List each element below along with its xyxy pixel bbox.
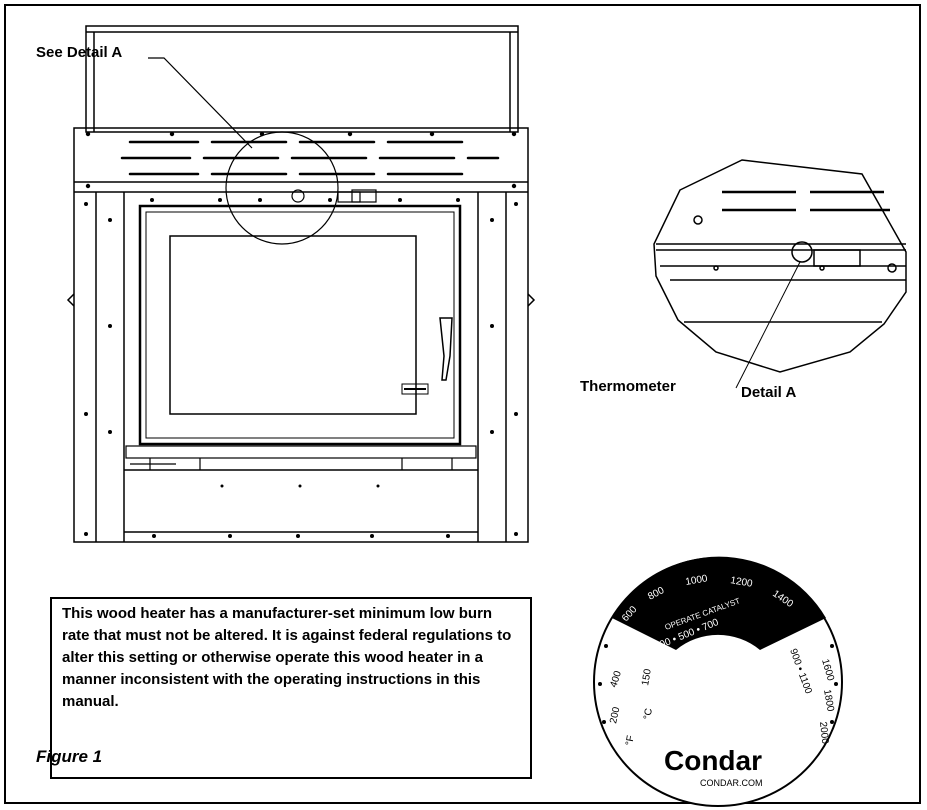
svg-text:400: 400 bbox=[608, 669, 624, 689]
louver-slots bbox=[120, 140, 500, 176]
see-detail-a-label: See Detail A bbox=[36, 44, 123, 61]
detail-a-view bbox=[653, 159, 907, 389]
svg-text:°F: °F bbox=[624, 735, 637, 747]
svg-text:1000: 1000 bbox=[685, 573, 709, 588]
thermometer-gauge: 600 800 1000 1200 1400 OPERATE CATALYST … bbox=[593, 556, 843, 807]
stove-thermometer bbox=[291, 189, 377, 203]
svg-text:1200: 1200 bbox=[729, 575, 753, 590]
svg-text:150: 150 bbox=[640, 668, 654, 687]
svg-text:200: 200 bbox=[608, 706, 622, 725]
svg-text:Condar: Condar bbox=[664, 745, 762, 776]
svg-text:1800: 1800 bbox=[821, 689, 836, 713]
ash-lip bbox=[125, 445, 477, 470]
svg-text:°C: °C bbox=[642, 708, 655, 721]
svg-text:CONDAR.COM: CONDAR.COM bbox=[700, 778, 763, 788]
svg-text:2000: 2000 bbox=[817, 721, 830, 745]
thermometer-label: Thermometer bbox=[580, 378, 676, 395]
figure-caption: Figure 1 bbox=[36, 747, 103, 766]
stove-door bbox=[138, 204, 462, 446]
stove-body bbox=[66, 127, 536, 543]
detail-callout bbox=[148, 57, 339, 245]
burn-rate-notice: This wood heater has a manufacturer-set … bbox=[50, 597, 532, 779]
detail-a-label: Detail A bbox=[741, 384, 797, 401]
top-shroud bbox=[85, 25, 519, 133]
screws bbox=[84, 131, 518, 538]
page-border bbox=[4, 4, 921, 804]
